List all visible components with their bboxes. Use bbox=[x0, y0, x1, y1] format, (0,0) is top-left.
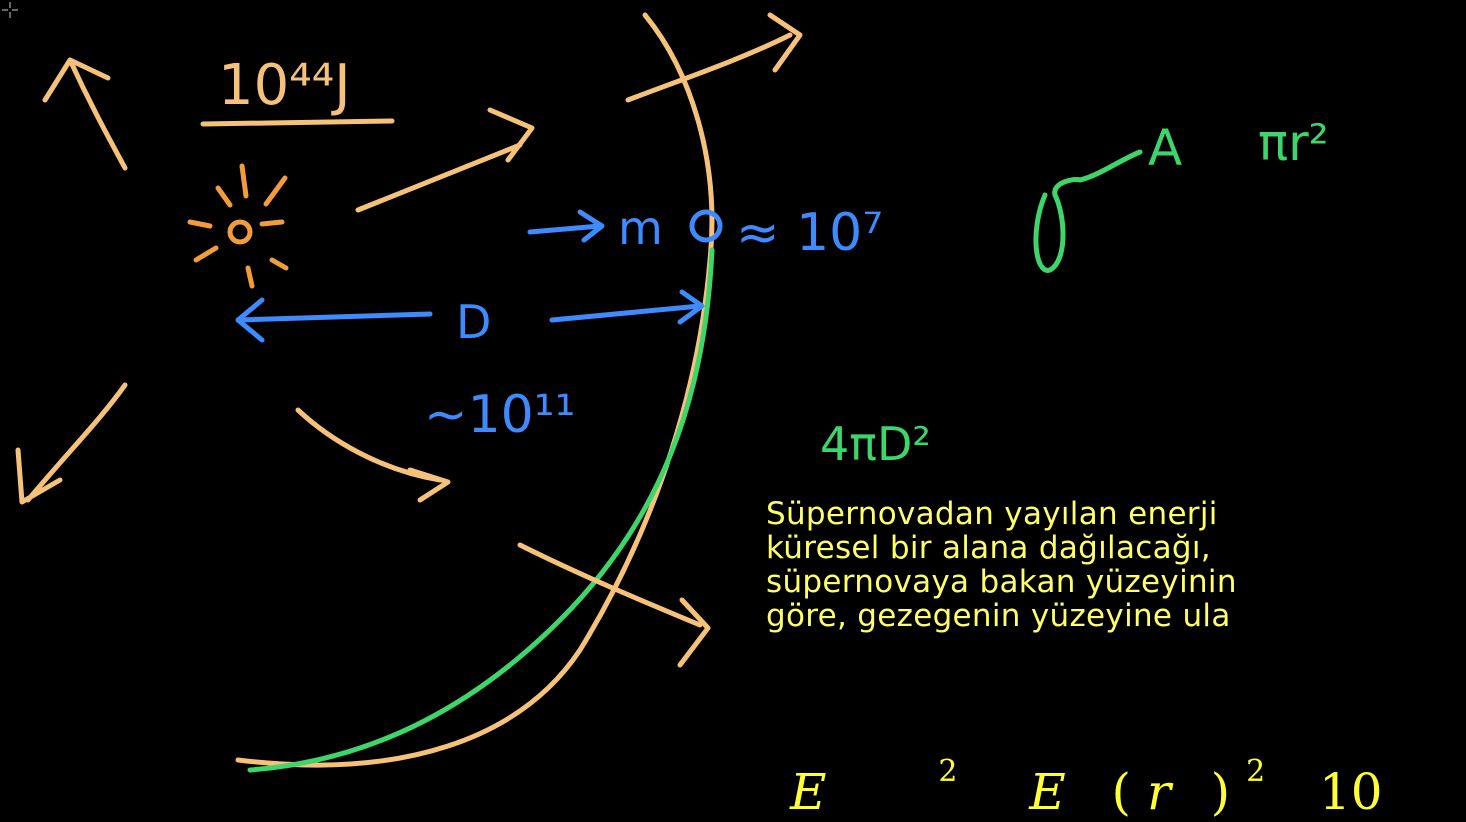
green-disk bbox=[1033, 149, 1143, 273]
energy-ray-arrow bbox=[355, 107, 535, 213]
formula-number: 10 bbox=[1319, 763, 1383, 821]
green-arc bbox=[247, 247, 715, 773]
formula-square-2: 2 bbox=[1246, 754, 1266, 789]
distance-label: D bbox=[456, 295, 491, 349]
energy-formula: E 2 E ( r ) 2 10 bbox=[790, 742, 1383, 822]
sphere-area-label: 4πD² bbox=[820, 417, 931, 471]
formula-e1: E bbox=[790, 763, 827, 821]
arrow-up-left bbox=[42, 57, 128, 171]
formula-square-1: 2 bbox=[938, 754, 958, 789]
formula-e2: E bbox=[1029, 763, 1066, 821]
crosshair-cursor-icon bbox=[2, 2, 18, 18]
area-formula: πr² bbox=[1258, 114, 1329, 172]
distance-arrow bbox=[235, 289, 705, 343]
blue-pointer-arrow bbox=[527, 209, 605, 243]
area-label: A bbox=[1148, 119, 1182, 177]
blackboard-canvas: 10⁴⁴J m ≈ 10⁷ D ~10¹¹ A πr² 4πD² Süperno… bbox=[0, 0, 1383, 821]
top-arrow bbox=[625, 12, 803, 103]
subtitle-line: göre, gezegenin yüzeyine ula bbox=[766, 598, 1231, 634]
drawing-layer: 10⁴⁴J m ≈ 10⁷ D ~10¹¹ A πr² 4πD² bbox=[15, 12, 1329, 773]
sun-icon bbox=[187, 163, 289, 289]
energy-underline bbox=[200, 118, 395, 127]
arrow-down-left bbox=[15, 382, 128, 505]
target-circle bbox=[689, 209, 723, 243]
energy-label: 10⁴⁴J bbox=[218, 53, 351, 118]
subtitle-caption: Süpernovadan yayılan enerji küresel bir … bbox=[766, 497, 1466, 633]
subtitle-line: Süpernovadan yayılan enerji bbox=[766, 496, 1218, 532]
mass-label: m bbox=[618, 201, 663, 255]
distance-value: ~10¹¹ bbox=[424, 385, 575, 445]
formula-paren-open: ( bbox=[1111, 763, 1132, 821]
formula-paren-close: ) bbox=[1210, 763, 1231, 821]
subtitle-line: süpernovaya bakan yüzeyinin bbox=[766, 564, 1237, 600]
bottom-arrow bbox=[517, 542, 711, 668]
formula-r: r bbox=[1146, 763, 1171, 821]
subtitle-line: küresel bir alana dağılacağı, bbox=[766, 530, 1211, 566]
curved-arrow bbox=[295, 407, 451, 503]
ratio-label: ≈ 10⁷ bbox=[736, 203, 883, 263]
